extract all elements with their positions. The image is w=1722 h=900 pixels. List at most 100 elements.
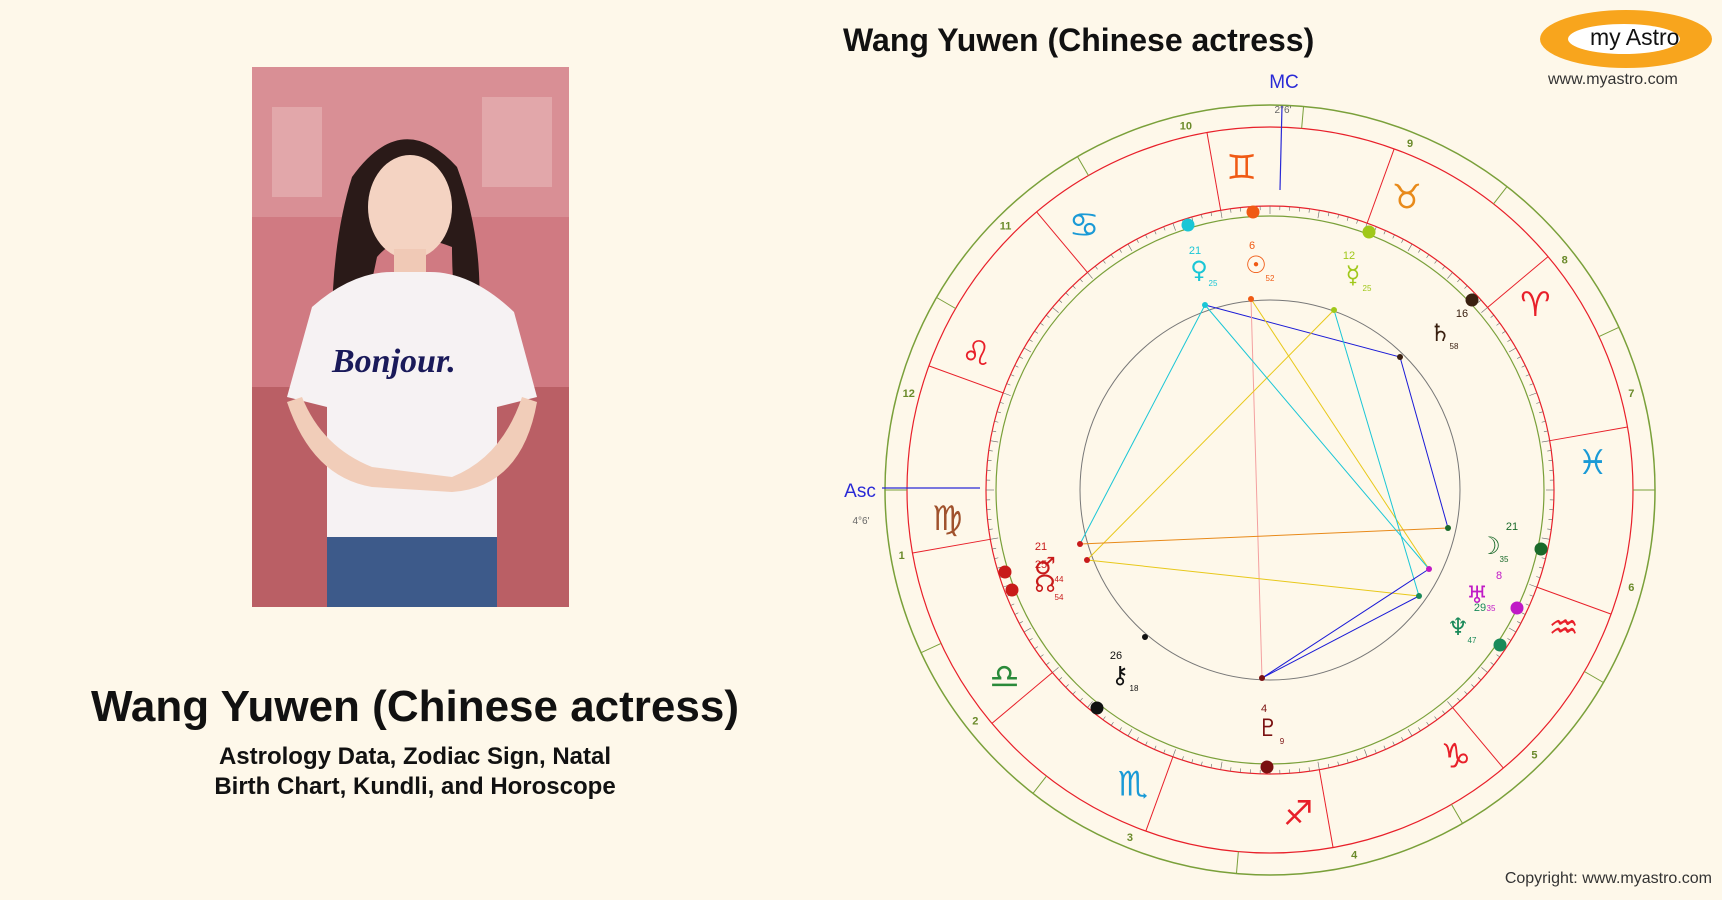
degree-tick (1383, 745, 1386, 750)
planet-node-inner-dot (1084, 557, 1090, 563)
degree-tick (1337, 214, 1339, 219)
degree-tick (1102, 260, 1106, 264)
degree-tick (1191, 216, 1194, 221)
degree-tick (1541, 557, 1546, 559)
house-cusp-line (1077, 156, 1089, 176)
myastro-logo[interactable]: my Astro (1540, 10, 1712, 68)
degree-tick (1464, 285, 1468, 289)
degree-tick (1220, 210, 1223, 219)
sign-libra-icon: ♎ (989, 657, 1019, 697)
degree-tick (1034, 330, 1039, 334)
planet-degree: 16 (1456, 308, 1468, 320)
degree-tick (1457, 278, 1461, 283)
sign-virgo-icon: ♍ (932, 499, 962, 539)
degree-tick (1525, 603, 1530, 606)
degree-tick (988, 450, 993, 452)
planet-neptune-inner-dot (1416, 593, 1422, 599)
planet-minutes: 47 (1468, 636, 1477, 645)
sign-leo-icon: ♌ (961, 334, 991, 374)
degree-tick (1464, 691, 1468, 695)
degree-tick (1337, 761, 1339, 766)
planet-minutes: 35 (1487, 604, 1496, 613)
planet-minutes: 44 (1055, 575, 1064, 584)
planet-venus-marker (1181, 218, 1195, 232)
sign-divider (1452, 707, 1504, 769)
degree-tick (1317, 761, 1320, 770)
degree-tick (1507, 638, 1512, 641)
degree-tick (1426, 721, 1430, 726)
aspect-line (1079, 304, 1206, 545)
house-number: 12 (903, 388, 915, 400)
house-cusp-line (1032, 775, 1047, 794)
degree-tick (1364, 749, 1368, 757)
planet-degree: 21 (1506, 521, 1518, 533)
mc-axis (1279, 105, 1283, 191)
sign-divider (912, 538, 991, 554)
degree-tick (1308, 767, 1310, 772)
mc-degree: 2°6' (1274, 105, 1291, 116)
degree-tick (1154, 745, 1157, 750)
logo-url[interactable]: www.myastro.com (1548, 71, 1678, 88)
degree-tick (1521, 612, 1526, 615)
degree-tick (1210, 763, 1213, 768)
degree-tick (1401, 737, 1404, 741)
degree-tick (1442, 710, 1446, 714)
degree-tick (996, 411, 1001, 414)
degree-tick (1529, 584, 1537, 588)
degree-tick (1501, 330, 1506, 334)
planet-sun-marker (1246, 205, 1260, 219)
aspect-line (1086, 309, 1335, 561)
degree-tick (1019, 621, 1023, 624)
zodiac-ring-inner (985, 205, 1555, 775)
house-lines (882, 105, 1655, 874)
degree-tick (1230, 208, 1232, 213)
chart-title: Wang Yuwen (Chinese actress) (843, 22, 1315, 58)
house-cusp-line (1235, 851, 1239, 874)
planet-degree: 8 (1496, 570, 1502, 582)
aspect-line (1261, 595, 1420, 679)
degree-tick (1127, 728, 1133, 737)
degree-tick (1529, 392, 1537, 396)
degree-tick (1496, 322, 1500, 326)
planet-minutes: 9 (1280, 737, 1285, 746)
degree-tick (1052, 307, 1059, 313)
venus-icon: ♀ (1190, 256, 1208, 284)
sign-divider (1366, 148, 1395, 224)
planet-pluto: ♇49 (1257, 675, 1285, 774)
degree-tick (1210, 212, 1213, 217)
sign-divider (1487, 256, 1549, 308)
mc-label: MC (1269, 72, 1299, 93)
degree-ticks (986, 206, 1554, 774)
degree-tick (1434, 716, 1438, 720)
aspect-line (1333, 309, 1420, 597)
planet-minutes: 54 (1055, 593, 1064, 602)
planet-uranus: ♅835 (1426, 566, 1524, 615)
degree-tick (1529, 594, 1534, 597)
degree-tick (1220, 761, 1223, 770)
house-cusp-line (1451, 804, 1463, 824)
degree-tick (1003, 392, 1011, 396)
planet-uranus-inner-dot (1426, 566, 1432, 572)
degree-tick (1407, 243, 1413, 252)
photo-illustration: Bonjour. (252, 67, 569, 607)
neptune-icon: ♆ (1447, 613, 1469, 641)
planet-degree: 4 (1261, 703, 1267, 715)
degree-tick (1327, 763, 1330, 768)
sign-cancer-icon: ♋ (1069, 206, 1099, 246)
page-title: Wang Yuwen (Chinese actress) (91, 682, 739, 731)
degree-tick (1145, 741, 1148, 746)
house-number: 5 (1531, 749, 1537, 761)
degree-tick (1201, 761, 1203, 766)
aspect-line (1261, 568, 1430, 679)
aspect-line (1399, 356, 1449, 529)
sign-gemini-icon: ♊ (1227, 148, 1257, 188)
planet-mercury-marker (1362, 225, 1376, 239)
sign-sagittarius-icon: ♐ (1283, 794, 1313, 834)
planet-degree: 26 (1110, 650, 1122, 662)
degree-tick (1034, 646, 1039, 650)
house-cusp-line (936, 297, 956, 309)
degree-tick (990, 440, 999, 443)
